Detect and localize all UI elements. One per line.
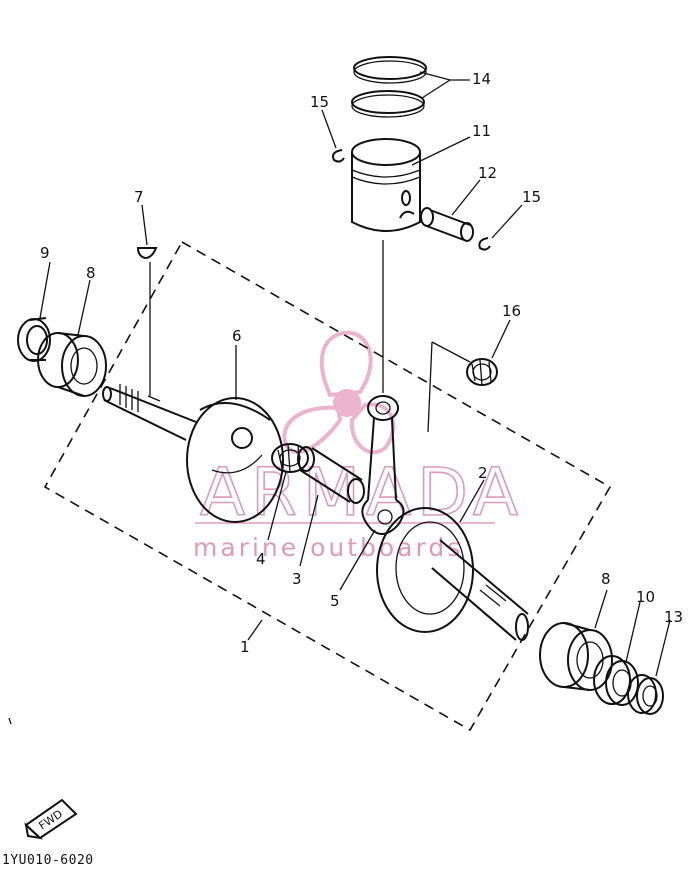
- connecting-rod: [361, 395, 405, 535]
- circlip-left: [332, 149, 345, 163]
- part-label-10: 9: [40, 244, 50, 262]
- part-label-13: 12: [478, 164, 497, 182]
- forward-direction-arrow-icon: FWD: [24, 798, 78, 840]
- oil-seal-right: [627, 674, 664, 715]
- crankshaft-right: [376, 507, 529, 641]
- part-label-6: 6: [232, 327, 242, 345]
- circlip-right: [478, 237, 491, 251]
- part-label-8-left: 8: [86, 264, 96, 282]
- part-label-2: 2: [478, 464, 488, 482]
- part-label-14: 14: [472, 70, 491, 88]
- part-label-3: 3: [292, 570, 302, 588]
- fwd-label: FWD: [36, 807, 65, 832]
- piston-pin: [420, 207, 474, 242]
- propeller-logo-icon: [282, 330, 396, 455]
- part-label-1: 1: [240, 638, 250, 656]
- piston-rings: [351, 56, 427, 118]
- watermark-tagline: marine outboards: [193, 533, 463, 562]
- part-label-4: 4: [256, 550, 266, 568]
- part-labels: 14 15 11 12 15 7 9 8 16 6 2 4 3 8 5 10 1…: [40, 70, 683, 656]
- bearing-right: [539, 622, 613, 691]
- woodruff-key: [136, 247, 158, 260]
- part-label-15-right: 15: [522, 188, 541, 206]
- piston: [351, 138, 421, 232]
- big-end-bearing: [271, 443, 309, 473]
- drawing-code: 1YU010-6020: [2, 853, 94, 868]
- part-label-11: 13: [664, 608, 683, 626]
- crankshaft-left: [102, 384, 284, 523]
- part-label-12: 11: [472, 122, 491, 140]
- part-label-16: 16: [502, 302, 521, 320]
- part-label-5: 5: [330, 592, 340, 610]
- part-label-15-left: 15: [310, 93, 329, 111]
- leader-lines: [39, 71, 671, 677]
- crank-pin: [297, 446, 365, 504]
- part-label-7: 7: [134, 188, 144, 206]
- part-label-8-right: 8: [601, 570, 611, 588]
- small-end-bearing: [466, 358, 498, 386]
- bearing-left: [37, 332, 107, 397]
- part-label-9: 10: [636, 588, 655, 606]
- crankshaft-assembly-boundary: [43, 240, 612, 732]
